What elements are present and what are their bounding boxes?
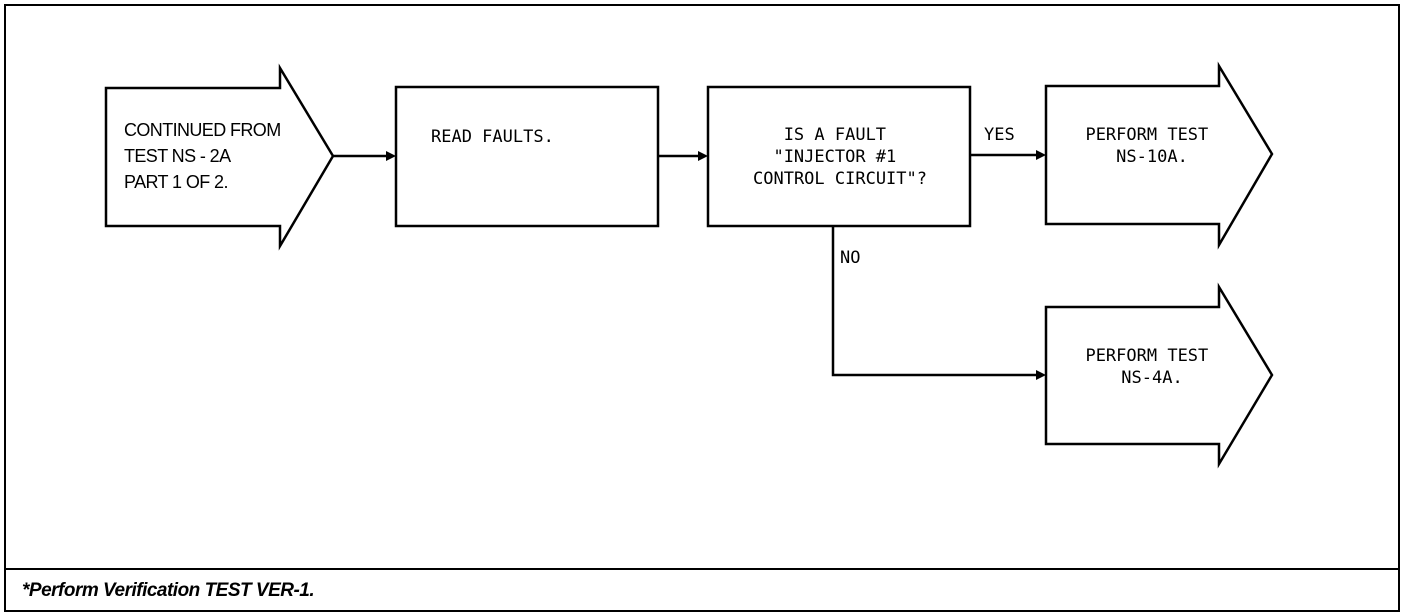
decision-line-3: CONTROL CIRCUIT"? <box>753 169 927 189</box>
footer-note: *Perform Verification TEST VER-1. <box>22 580 315 601</box>
yes-label: YES <box>984 125 1015 145</box>
arrowhead-yes <box>1036 150 1046 160</box>
read-faults-box <box>394 85 660 228</box>
start-text-line-2: TEST NS - 2A <box>124 146 231 166</box>
test-no-line-2: NS-4A. <box>1121 368 1182 388</box>
decision-line-2: "INJECTOR #1 <box>773 147 896 167</box>
page-frame <box>4 4 1400 612</box>
test-no-arrow-shape <box>1044 282 1274 469</box>
read-faults-line-1: READ FAULTS. <box>431 127 554 147</box>
test-yes-line-1: PERFORM TEST <box>1085 125 1208 145</box>
test-yes-line-2: NS-10A. <box>1116 147 1188 167</box>
no-label: NO <box>840 248 860 268</box>
decision-box <box>706 85 972 228</box>
decision-line-1: IS A FAULT <box>784 125 886 145</box>
start-arrow-shape <box>104 63 335 251</box>
arrowhead-read <box>386 151 396 161</box>
start-text-line-1: CONTINUED FROM <box>124 120 281 140</box>
test-yes-arrow-shape <box>1044 61 1274 250</box>
start-text: CONTINUED FROM TEST NS - 2A PART 1 OF 2. <box>124 120 285 192</box>
read-faults-text: READ FAULTS. <box>431 127 554 147</box>
footer-divider <box>4 568 1400 570</box>
test-no-text: PERFORM TEST NS-4A. <box>1085 346 1218 388</box>
decision-text: IS A FAULT "INJECTOR #1 CONTROL CIRCUIT"… <box>753 125 927 189</box>
test-yes-text: PERFORM TEST NS-10A. <box>1085 125 1218 167</box>
arrowhead-no <box>1036 370 1046 380</box>
start-text-line-3: PART 1 OF 2. <box>124 172 228 192</box>
connector-no <box>831 226 1038 377</box>
arrowhead-decision <box>698 151 708 161</box>
test-no-line-1: PERFORM TEST <box>1085 346 1208 366</box>
